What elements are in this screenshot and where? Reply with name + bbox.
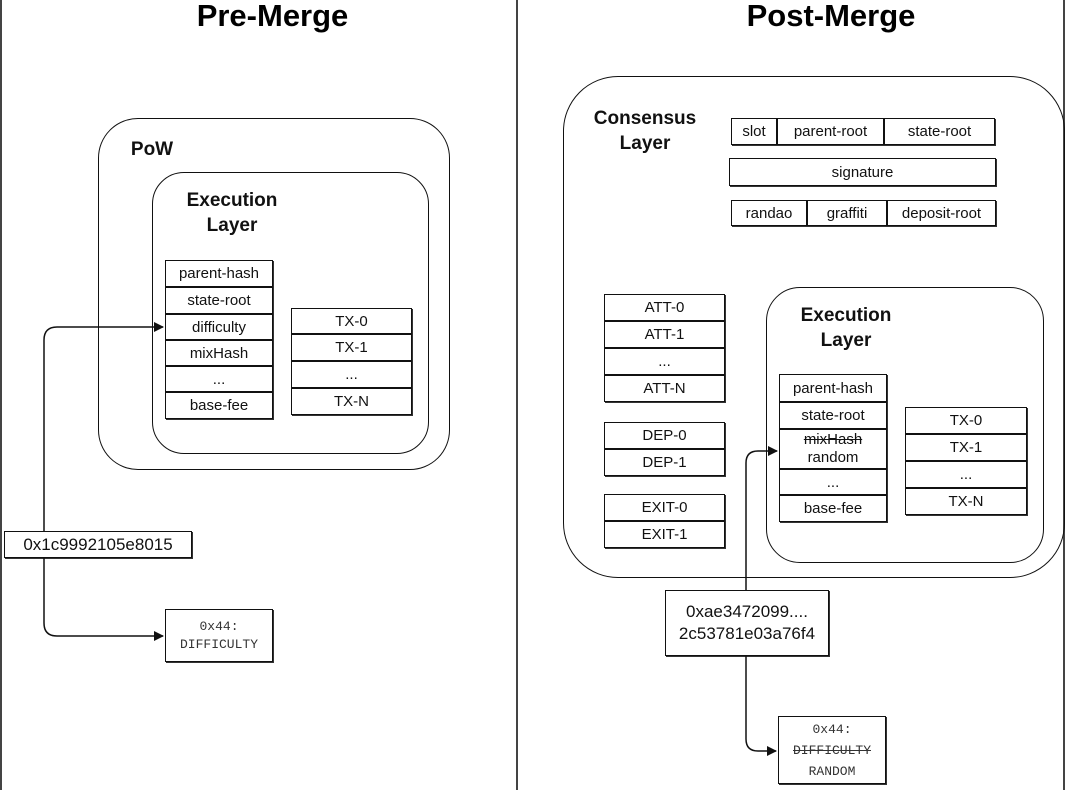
pow-container <box>98 118 450 470</box>
post-header-random: mixHash random <box>779 429 887 469</box>
post-opcode-old: DIFFICULTY <box>792 742 871 758</box>
beacon-graffiti: graffiti <box>807 200 887 226</box>
beacon-slot: slot <box>731 118 777 145</box>
beacon-signature: signature <box>729 158 996 186</box>
attestation-n: ATT-N <box>604 375 725 402</box>
pre-arrow-to-opcode <box>43 558 164 641</box>
beacon-state-root: state-root <box>884 118 995 145</box>
post-execution-layer-container <box>766 287 1044 563</box>
pre-header-base-fee: base-fee <box>165 392 273 419</box>
post-random-value: 0xae3472099.... 2c53781e03a76f4 <box>665 590 829 656</box>
deposit-1: DEP-1 <box>604 449 725 476</box>
pre-header-difficulty: difficulty <box>165 314 273 340</box>
pre-execution-label-line1: Execution <box>186 190 278 211</box>
post-execution-label-line1: Execution <box>800 305 892 326</box>
post-opcode-line1: 0x44: <box>812 721 852 737</box>
pre-opcode-line1: 0x44: <box>199 618 239 634</box>
pre-difficulty-value: 0x1c9992105e8015 <box>4 531 192 558</box>
exit-0: EXIT-0 <box>604 494 725 521</box>
pre-tx-ellipsis: ... <box>291 361 412 388</box>
pre-header-parent-hash: parent-hash <box>165 260 273 287</box>
post-tx-1: TX-1 <box>905 434 1027 461</box>
pre-tx-n: TX-N <box>291 388 412 415</box>
post-value-line1: 0xae3472099.... <box>686 602 808 621</box>
pre-merge-title: Pre-Merge <box>196 0 349 33</box>
consensus-label-line2: Layer <box>619 133 671 154</box>
beacon-randao: randao <box>731 200 807 226</box>
post-header-parent-hash: parent-hash <box>779 374 887 402</box>
post-merge-title: Post-Merge <box>746 0 916 33</box>
divider-line <box>516 0 518 790</box>
attestation-ellipsis: ... <box>604 348 725 375</box>
pre-opcode-box: 0x44: DIFFICULTY <box>165 609 273 662</box>
pre-tx-0: TX-0 <box>291 308 412 334</box>
pre-header-ellipsis: ... <box>165 366 273 392</box>
pre-execution-layer-label: Execution Layer <box>172 188 292 238</box>
consensus-layer-container <box>563 76 1065 578</box>
pre-tx-1: TX-1 <box>291 334 412 361</box>
consensus-layer-label: Consensus Layer <box>580 106 710 156</box>
beacon-deposit-root: deposit-root <box>887 200 996 226</box>
pow-label: PoW <box>130 139 174 160</box>
post-arrow-to-random <box>745 446 778 590</box>
post-header-random-new: random <box>807 449 859 466</box>
post-tx-0: TX-0 <box>905 407 1027 434</box>
consensus-label-line1: Consensus <box>593 108 697 129</box>
deposit-0: DEP-0 <box>604 422 725 449</box>
pre-execution-layer-container <box>152 172 429 454</box>
exit-1: EXIT-1 <box>604 521 725 548</box>
post-tx-n: TX-N <box>905 488 1027 515</box>
post-header-base-fee: base-fee <box>779 495 887 522</box>
post-value-line2: 2c53781e03a76f4 <box>678 624 816 643</box>
post-opcode-new: RANDOM <box>808 763 856 779</box>
post-arrow-to-opcode <box>745 656 777 756</box>
post-execution-label-line2: Layer <box>820 330 872 351</box>
left-border <box>0 0 2 790</box>
pre-header-mixhash: mixHash <box>165 340 273 366</box>
pre-opcode-line2: DIFFICULTY <box>179 636 258 652</box>
post-opcode-box: 0x44: DIFFICULTY RANDOM <box>778 716 886 784</box>
beacon-parent-root: parent-root <box>777 118 884 145</box>
pre-header-state-root: state-root <box>165 287 273 314</box>
attestation-0: ATT-0 <box>604 294 725 321</box>
post-execution-layer-label: Execution Layer <box>786 303 906 353</box>
post-header-ellipsis: ... <box>779 469 887 495</box>
post-header-state-root: state-root <box>779 402 887 429</box>
pre-arrow-to-difficulty <box>43 322 164 531</box>
attestation-1: ATT-1 <box>604 321 725 348</box>
pre-execution-label-line2: Layer <box>206 215 258 236</box>
post-tx-ellipsis: ... <box>905 461 1027 488</box>
post-header-mixhash-old: mixHash <box>803 431 863 448</box>
